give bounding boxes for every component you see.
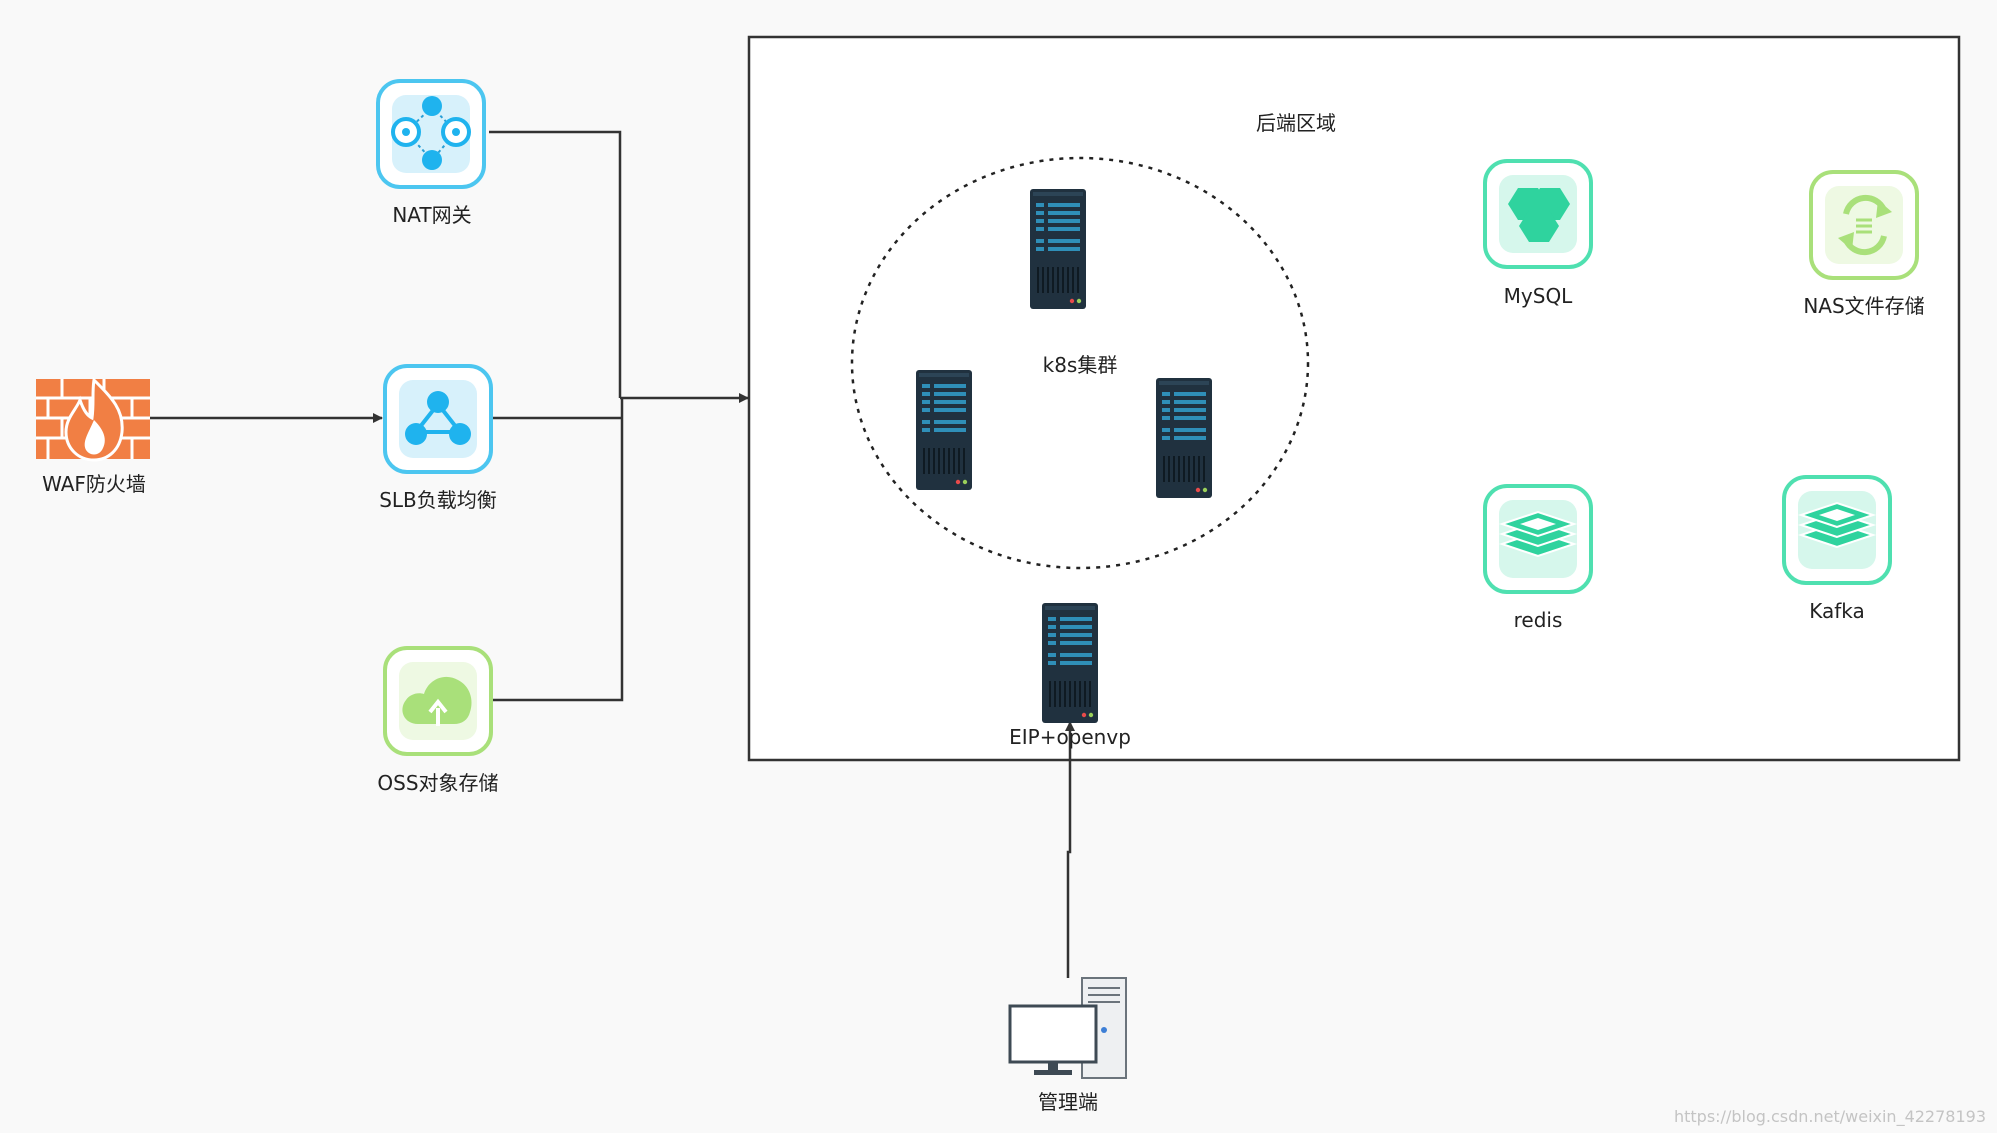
edge-admin-eip bbox=[1065, 721, 1075, 978]
edge-oss-backend bbox=[492, 398, 624, 702]
nat-gateway-node[interactable]: NAT网关 bbox=[376, 79, 486, 227]
k8s-cluster-label: k8s集群 bbox=[1043, 353, 1118, 377]
sync-icon bbox=[1825, 186, 1903, 264]
k8s-cluster-boundary bbox=[850, 156, 1310, 570]
nas-node[interactable]: NAS文件存储 bbox=[1803, 170, 1925, 318]
mysql-label: MySQL bbox=[1504, 284, 1574, 308]
computer-icon bbox=[1008, 977, 1127, 1079]
eip-server-icon bbox=[1042, 602, 1098, 724]
admin-label: 管理端 bbox=[1038, 1090, 1098, 1114]
eip-node[interactable]: EIP+openvp bbox=[1009, 602, 1131, 749]
firewall-icon bbox=[36, 376, 150, 462]
kafka-node[interactable]: Kafka bbox=[1782, 475, 1892, 623]
k8s-server-right[interactable] bbox=[1156, 377, 1212, 499]
nas-label: NAS文件存储 bbox=[1803, 294, 1924, 318]
redis-node[interactable]: redis bbox=[1483, 484, 1593, 632]
oss-label: OSS对象存储 bbox=[377, 771, 498, 795]
redis-label: redis bbox=[1514, 608, 1563, 632]
slb-label: SLB负载均衡 bbox=[379, 488, 497, 512]
waf-label: WAF防火墙 bbox=[42, 472, 146, 496]
nat-icon bbox=[391, 95, 471, 173]
admin-node[interactable]: 管理端 bbox=[1008, 977, 1127, 1114]
layers-icon bbox=[1797, 491, 1877, 569]
nat-label: NAT网关 bbox=[392, 203, 471, 227]
oss-node[interactable]: OSS对象存储 bbox=[377, 646, 499, 795]
k8s-server-left[interactable] bbox=[916, 369, 972, 491]
edge-nat-backend bbox=[489, 130, 622, 398]
backend-region-title: 后端区域 bbox=[1256, 111, 1336, 135]
eip-label: EIP+openvp bbox=[1009, 725, 1131, 749]
mysql-node[interactable]: MySQL bbox=[1483, 159, 1593, 308]
waf-firewall-node[interactable]: WAF防火墙 bbox=[36, 376, 150, 496]
connectors bbox=[150, 130, 1075, 978]
cloud-upload-icon bbox=[399, 662, 477, 740]
mysql-icon bbox=[1499, 175, 1577, 253]
k8s-server-top[interactable] bbox=[1030, 188, 1086, 310]
watermark: https://blog.csdn.net/weixin_42278193 bbox=[1674, 1107, 1986, 1127]
layers-icon bbox=[1498, 500, 1578, 578]
kafka-label: Kafka bbox=[1809, 599, 1865, 623]
slb-icon bbox=[399, 380, 477, 458]
slb-node[interactable]: SLB负载均衡 bbox=[379, 364, 497, 512]
